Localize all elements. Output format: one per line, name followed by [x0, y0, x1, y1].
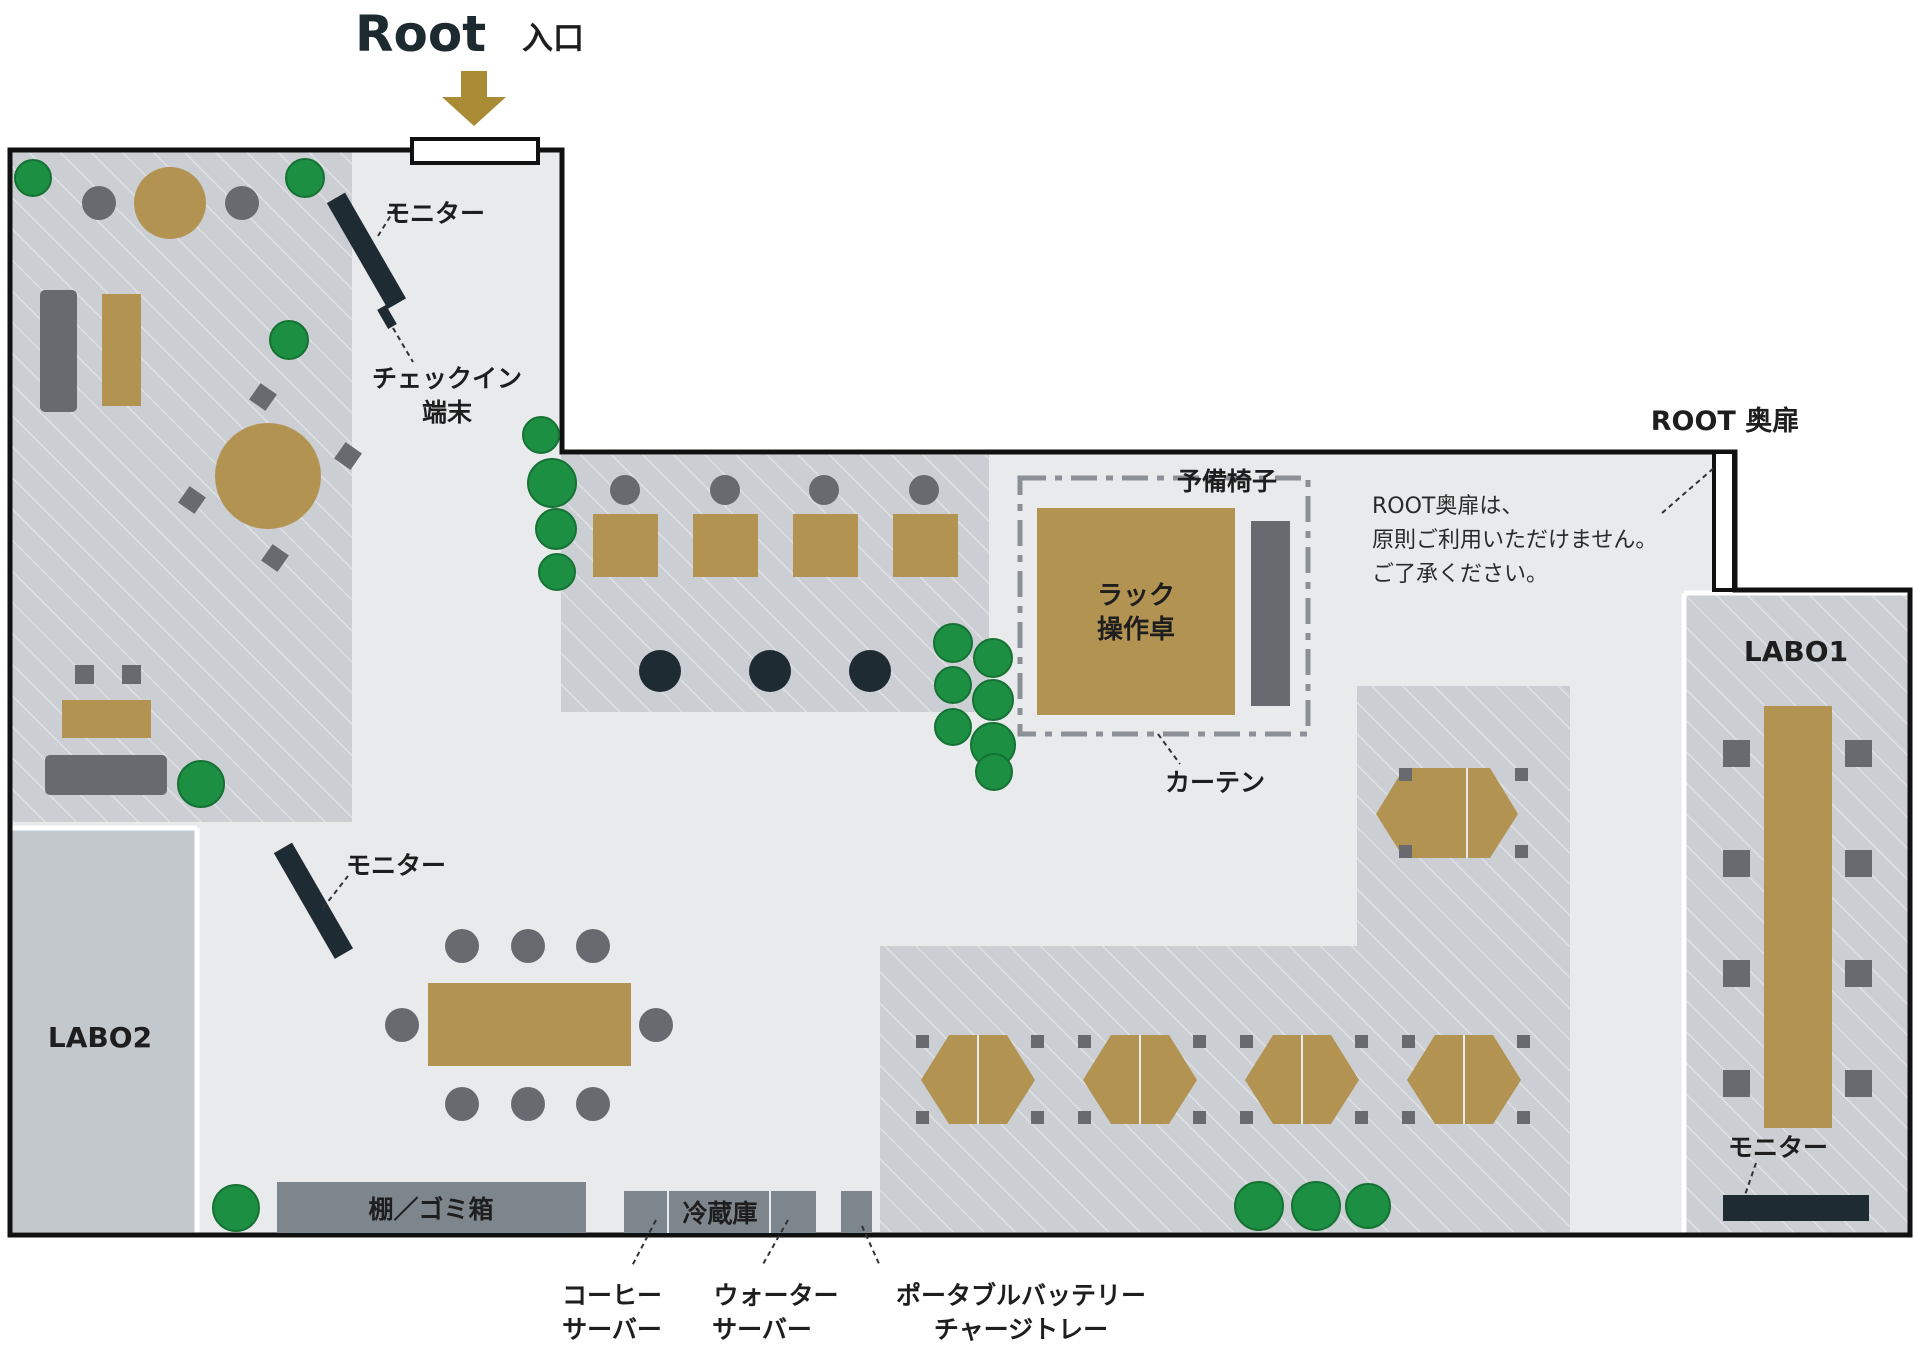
checkin-label-2: 端末 — [422, 398, 472, 427]
water-label-2: サーバー — [712, 1315, 812, 1344]
round-table-large — [215, 423, 321, 529]
back-door-note-3: ご了承ください。 — [1372, 562, 1548, 587]
labo2-room — [12, 828, 195, 1232]
water-label-1: ウォーター — [713, 1281, 838, 1310]
battery-label-2: チャージトレー — [934, 1315, 1108, 1344]
sofa-left — [40, 290, 77, 412]
labo1-chairs — [1723, 740, 1872, 1097]
monitor-mid-leader — [322, 875, 349, 909]
hex-table-1 — [916, 1035, 1044, 1124]
monitor-top-label: モニター — [385, 199, 485, 228]
checkin-leader — [392, 327, 414, 363]
low-table-left — [102, 294, 141, 406]
back-door-label: ROOT 奥扉 — [1651, 405, 1800, 437]
curtain-outline — [1017, 475, 1311, 737]
hex-table-top-right — [1376, 768, 1528, 858]
spare-chairs-label: 予備椅子 — [1177, 467, 1277, 496]
rack-console — [1037, 508, 1235, 715]
rack-label-2: 操作卓 — [1097, 615, 1175, 645]
labo1-monitor-leader — [1744, 1162, 1757, 1196]
shelf-trash-label: 棚／ゴミ箱 — [368, 1195, 493, 1224]
fridge — [624, 1191, 816, 1233]
counter-chairs — [610, 475, 939, 505]
sofa-set-bottom — [45, 665, 167, 795]
hex-table-3 — [1240, 1035, 1368, 1124]
back-door-note-2: 原則ご利用いただけません。 — [1372, 528, 1657, 553]
entrance-arrow-icon — [442, 71, 506, 126]
battery-tray — [841, 1191, 872, 1233]
curtain-label: カーテン — [1165, 768, 1265, 797]
coffee-label-1: コーヒー — [562, 1281, 662, 1310]
back-door-note-1: ROOT奥扉は、 — [1372, 494, 1523, 519]
entrance-door — [410, 137, 540, 165]
checkin-terminal — [377, 304, 397, 330]
entrance-label: 入口 — [522, 21, 584, 57]
labo2-label: LABO2 — [48, 1021, 152, 1054]
counter-stools — [639, 650, 891, 692]
counter-desks — [593, 514, 958, 577]
monitor-mid-label: モニター — [346, 851, 446, 880]
spare-chairs-stack — [1251, 521, 1290, 706]
hex-table-4 — [1402, 1035, 1530, 1124]
rack-label-1: ラック — [1097, 581, 1175, 611]
monitor-mid — [273, 842, 354, 959]
round-table-large-chairs — [178, 383, 362, 572]
back-door-leader — [1661, 466, 1716, 514]
bottom-leaders — [631, 1219, 881, 1267]
shelf-trash — [277, 1182, 586, 1233]
outer-wall — [7, 147, 1913, 1238]
labo1-monitor-label: モニター — [1728, 1133, 1828, 1162]
monitor-top — [326, 192, 407, 309]
meeting-table — [428, 983, 631, 1066]
curtain-leader — [1157, 733, 1181, 765]
checkin-label-1: チェックイン — [372, 364, 522, 393]
labo1-table — [1764, 706, 1832, 1128]
fridge-label: 冷蔵庫 — [682, 1199, 757, 1228]
left-lounge-chairs — [82, 186, 259, 220]
round-table-top — [134, 167, 206, 239]
meeting-table-chairs — [385, 929, 673, 1121]
battery-label-1: ポータブルバッテリー — [896, 1281, 1146, 1310]
hex-table-2 — [1078, 1035, 1206, 1124]
coffee-label-2: サーバー — [562, 1315, 662, 1344]
back-door — [1712, 450, 1736, 592]
root-logo: Root — [355, 5, 486, 63]
labo1-label: LABO1 — [1744, 635, 1848, 668]
monitor-top-leader — [377, 203, 399, 237]
plant-icons — [14, 158, 1391, 1232]
labo1-monitor — [1723, 1195, 1869, 1221]
